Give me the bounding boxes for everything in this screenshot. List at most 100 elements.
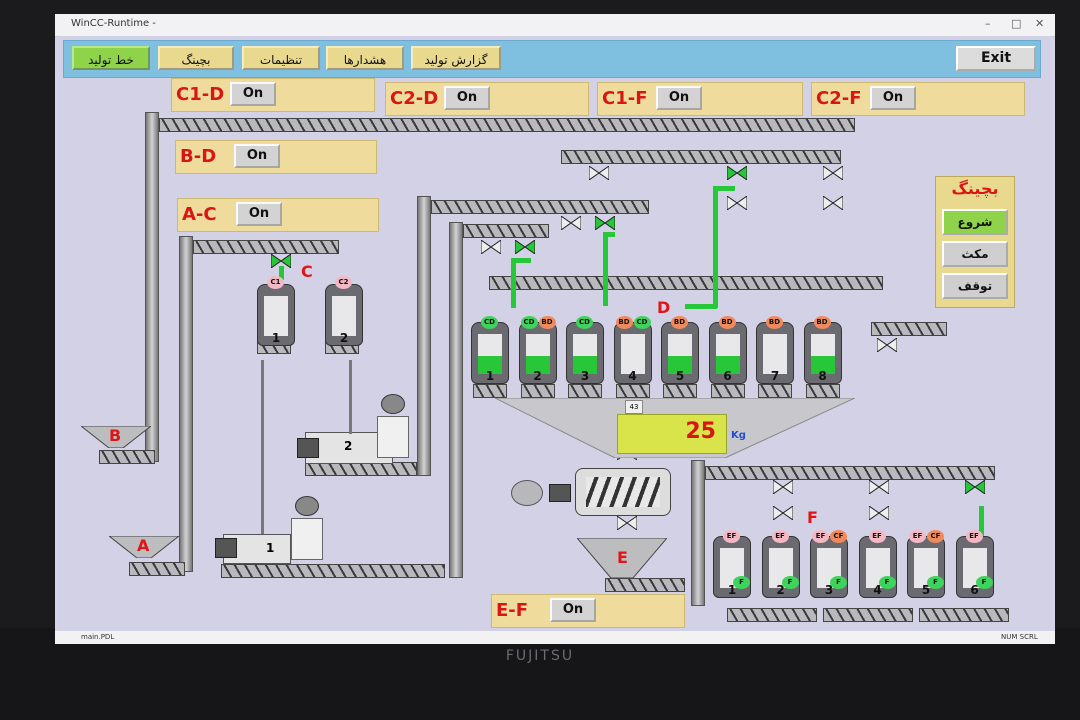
motor-icon [297,438,319,458]
conveyor-e [605,578,685,592]
hopper-b [81,426,151,448]
panel-b-d: B-D On [175,140,377,174]
silo[interactable]: 2 [325,284,363,346]
silo-outlet-conveyor [520,384,555,398]
silo[interactable]: 1 [713,536,751,598]
exit-button[interactable]: Exit [956,46,1036,71]
silo[interactable]: 5 [907,536,945,598]
valve-icon[interactable] [617,516,637,530]
silo-level [715,356,740,374]
panel-label: C1-D [176,84,225,105]
c2-f-on-button[interactable]: On [870,86,916,110]
tab-settings[interactable]: تنظیمات [242,46,320,70]
silo[interactable]: 6 [708,322,747,384]
silo-tag: F [830,576,847,589]
silo[interactable]: 3 [566,322,604,384]
valve-icon[interactable] [727,196,747,210]
valve-icon[interactable] [727,166,747,180]
silo[interactable]: 4 [858,536,897,598]
silo-inner [763,334,787,374]
valve-icon[interactable] [823,196,843,210]
silo-number: 1 [271,331,281,345]
c1-d-on-button[interactable]: On [230,82,276,106]
conveyor-mixer2 [305,462,417,476]
fan-icon [295,496,319,516]
silo-inner [264,296,288,336]
silo-tag: CD [481,316,498,329]
valve-icon[interactable] [561,216,581,230]
silo-outlet-conveyor [919,608,1009,622]
screw-conveyor[interactable] [575,468,671,516]
valve-icon[interactable] [481,240,501,254]
silo[interactable]: 2 [761,536,800,598]
pause-button[interactable]: مکث [942,241,1008,267]
silo[interactable]: 3 [810,536,848,598]
b-d-on-button[interactable]: On [234,144,280,168]
silo-tag: BD [718,316,736,329]
silo[interactable]: 2 [518,322,557,384]
valve-icon[interactable] [271,254,291,268]
e-f-on-button[interactable]: On [550,598,596,622]
conveyor-b [99,450,155,464]
motor-icon [215,538,237,558]
panel-label: B-D [180,146,217,167]
elevator-e [691,460,705,606]
valve-icon[interactable] [869,506,889,520]
silo-level [478,356,502,374]
valve-icon[interactable] [589,166,609,180]
conveyor-mixer1 [221,564,445,578]
valve-icon[interactable] [773,506,793,520]
valve-icon[interactable] [877,338,897,352]
tab-alarms[interactable]: هشدارها [326,46,404,70]
a-c-on-button[interactable]: On [236,202,282,226]
silo-outlet-conveyor [710,384,745,398]
weight-value: 25 [685,419,716,444]
silo-tag: BD [813,316,831,329]
silo[interactable]: 7 [756,322,794,384]
cyclone-1 [291,518,323,560]
valve-icon[interactable] [869,480,889,494]
c2-d-on-button[interactable]: On [444,86,490,110]
valve-icon[interactable] [773,480,793,494]
valve-icon[interactable] [965,480,985,494]
flow-line [713,186,718,308]
silo-tag: EF [965,530,983,543]
tab-production-line[interactable]: خط تولید [72,46,150,70]
conveyor-f [705,466,995,480]
panel-label: E-F [496,600,529,621]
silo[interactable]: 5 [661,322,699,384]
drop-pipe [349,360,352,434]
tab-production-report[interactable]: گزارش تولید [411,46,501,70]
start-button[interactable]: شروع [942,209,1008,235]
panel-label: C2-F [816,88,862,109]
flow-line [511,258,516,308]
conveyor-c [193,240,339,254]
stop-button[interactable]: توقف [942,273,1008,299]
close-icon[interactable]: ✕ [1035,17,1045,30]
silo[interactable]: 8 [803,322,842,384]
flow-line [603,232,615,237]
valve-icon[interactable] [515,240,535,254]
batching-title: بچینگ [951,179,999,198]
silo[interactable]: 4 [613,322,652,384]
motor-icon [511,480,543,506]
silo[interactable]: 1 [257,284,295,346]
minimize-icon[interactable]: – [985,17,991,30]
panel-c2-d: C2-D On [385,82,589,116]
silo-tag: CF [830,530,847,543]
hopper-a [109,536,179,558]
c1-f-on-button[interactable]: On [656,86,702,110]
fan-icon [381,394,405,414]
valve-icon[interactable] [595,216,615,230]
elevator-b [145,112,159,462]
silo-tag: EF [771,530,789,543]
elevator-mixer1 [449,222,463,578]
maximize-icon[interactable]: □ [1011,17,1022,30]
silo[interactable]: 1 [471,322,509,384]
tab-batching[interactable]: بچینگ [158,46,234,70]
mixer-number: 1 [266,541,275,555]
valve-icon[interactable] [823,166,843,180]
status-bar: main.PDL NUM SCRL [55,631,1055,644]
silo[interactable]: 6 [955,536,994,598]
